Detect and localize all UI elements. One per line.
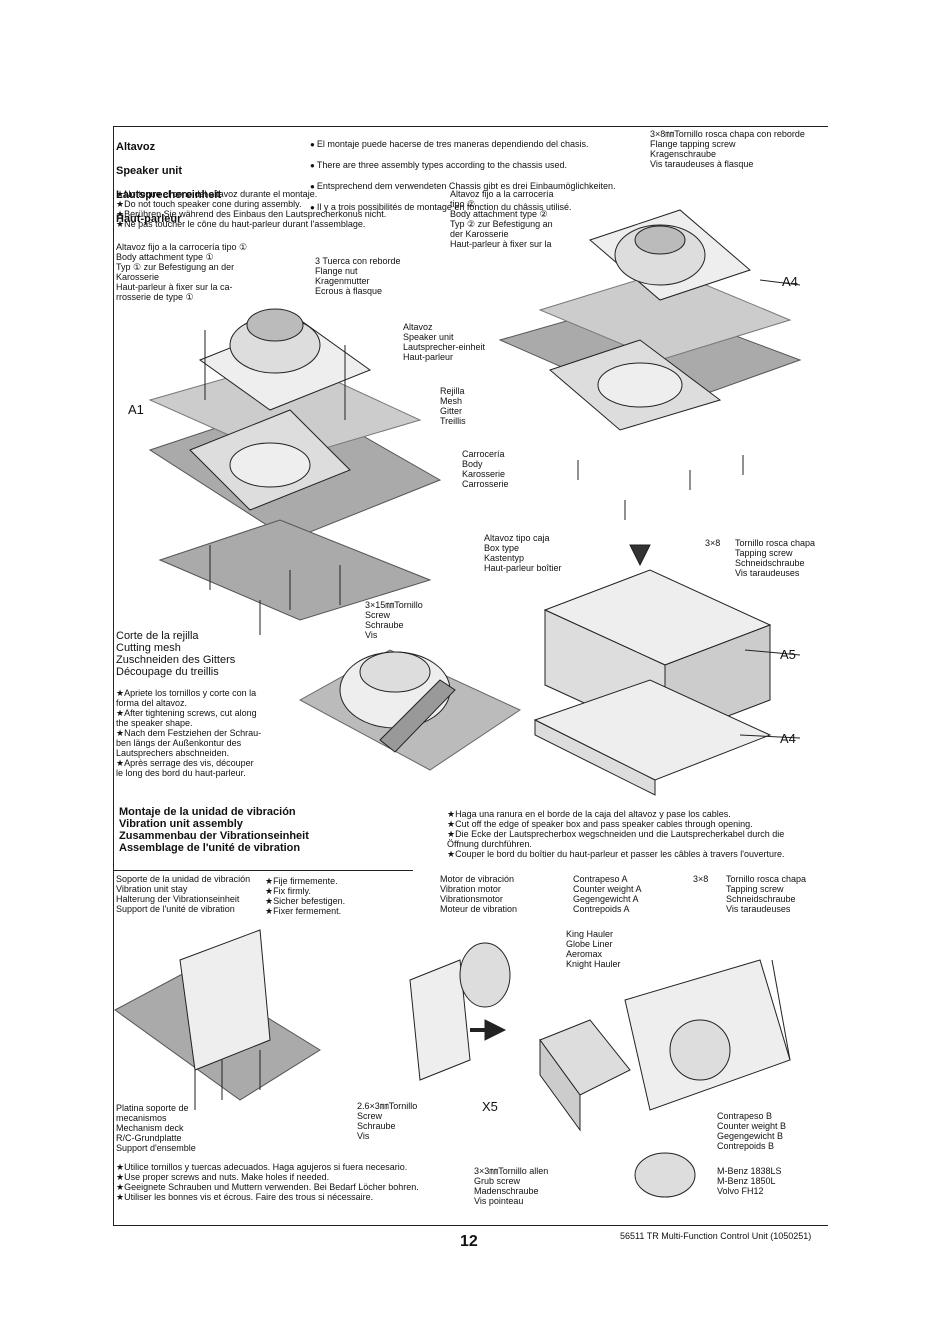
vibration-tapping-callout: Tornillo rosca chapa Tapping screw Schne… — [726, 874, 807, 914]
mesh-callout: Rejilla Mesh Gitter Treillis — [440, 386, 466, 426]
vibration-tapping-qty: 3×8 — [693, 874, 709, 884]
frame-left-rule — [113, 126, 114, 1226]
speaker-title-en: Speaker unit — [116, 165, 183, 177]
speaker-title-de: Lautsprechereinheit — [116, 189, 222, 201]
tapping-screw-qty: 3×8 — [705, 538, 721, 548]
speaker-title-es: Altavoz — [116, 141, 156, 153]
body-plate-a1-lower — [158, 519, 432, 621]
speaker-title: Altavoz Speaker unit Lautsprechereinheit… — [116, 129, 221, 225]
assembly-notes: El montaje puede hacerse de tres maneras… — [310, 129, 616, 223]
vibration-stay — [179, 929, 271, 1071]
label-a4-bottom: A4 — [780, 731, 796, 746]
flange-screw-callout: 3×8㎜Tornillo rosca chapa con reborde Fla… — [650, 129, 805, 169]
assembly-note-fr: Il y a trois possibilités de montage en … — [310, 202, 616, 213]
label-a1: A1 — [128, 402, 144, 417]
cutting-mesh-text: ★Apriete los tornillos y corte con la fo… — [116, 688, 262, 778]
assembly-note-de: Entsprechend dem verwendeten Chassis gib… — [310, 181, 616, 192]
page-number: 12 — [460, 1233, 478, 1250]
mesh-a4 — [538, 269, 792, 361]
motor-plate — [409, 959, 471, 1081]
trucks-b-list: M-Benz 1838LS M-Benz 1850L Volvo FH12 — [717, 1166, 782, 1196]
speaker-title-fr: Haut-parleur — [116, 213, 182, 225]
body-type-2-label: Altavoz fijo a la carrocería tipo ② Body… — [450, 189, 554, 249]
speaker-warning: ★No toque el cono del altavoz durante el… — [116, 189, 387, 229]
body-callout: Carrocería Body Karosserie Carrosserie — [462, 449, 509, 489]
document-id: 56511 TR Multi-Function Control Unit (10… — [620, 1231, 812, 1241]
counter-weight-b — [634, 1152, 696, 1198]
counter-weight-a-callout: Contrapeso A Counter weight A Gegengewic… — [573, 874, 642, 914]
body-type-1-label: Altavoz fijo a la carrocería tipo ① Body… — [116, 242, 248, 302]
flange-nut-callout: 3 Tuerca con reborde Flange nut Kragenmu… — [315, 256, 401, 296]
label-a4-top: A4 — [782, 274, 798, 289]
cutter-blade — [379, 679, 456, 753]
screws-note: ★Utilice tornillos y tuercas adecuados. … — [116, 1162, 419, 1202]
counter-weight-b-callout: Contrapeso B Counter weight B Gegengewic… — [717, 1111, 787, 1151]
speaker-unit-callout: Altavoz Speaker unit Lautsprecher-einhei… — [403, 322, 486, 362]
label-x5: X5 — [482, 1099, 498, 1114]
vibration-motor — [459, 942, 511, 1008]
vibration-title: Montaje de la unidad de vibración Vibrat… — [119, 806, 309, 854]
vibration-motor-callout: Motor de vibración Vibration motor Vibra… — [440, 874, 518, 914]
frame-bottom-rule — [113, 1225, 828, 1226]
section-divider-rule — [113, 870, 413, 871]
assembly-note-en: There are three assembly types according… — [310, 160, 616, 171]
vibration-stay-callout: Soporte de la unidad de vibración Vibrat… — [116, 874, 251, 914]
frame-top-rule — [113, 126, 828, 127]
cutting-mesh-title: Corte de la rejilla Cutting mesh Zuschne… — [116, 630, 236, 678]
tapping-screw-callout: Tornillo rosca chapa Tapping screw Schne… — [735, 538, 816, 578]
box-type-callout: Altavoz tipo caja Box type Kastentyp Hau… — [484, 533, 562, 573]
arrow-down — [629, 544, 651, 567]
fix-firmly-note: ★Fije firmemente. ★Fix firmly. ★Sicher b… — [265, 876, 346, 916]
mechanism-deck-callout: Platina soporte de mecanismos Mechanism … — [116, 1103, 196, 1153]
assembly-note-es: El montaje puede hacerse de tres maneras… — [310, 139, 616, 150]
screw-26-callout: 2.6×3㎜Tornillo Screw Schraube Vis — [357, 1101, 418, 1141]
trucks-a-list: King Hauler Globe Liner Aeromax Knight H… — [566, 929, 621, 969]
grub-screw-callout: 3×3㎜Tornillo allen Grub screw Madenschra… — [474, 1166, 549, 1206]
arrow-right — [484, 1019, 507, 1041]
cables-note: ★Haga una ranura en el borde de la caja … — [447, 809, 785, 859]
screw-15-callout: 3×15㎜Tornillo Screw Schraube Vis — [365, 600, 423, 640]
label-a5: A5 — [780, 647, 796, 662]
speaker-magnet-a1 — [246, 308, 304, 342]
